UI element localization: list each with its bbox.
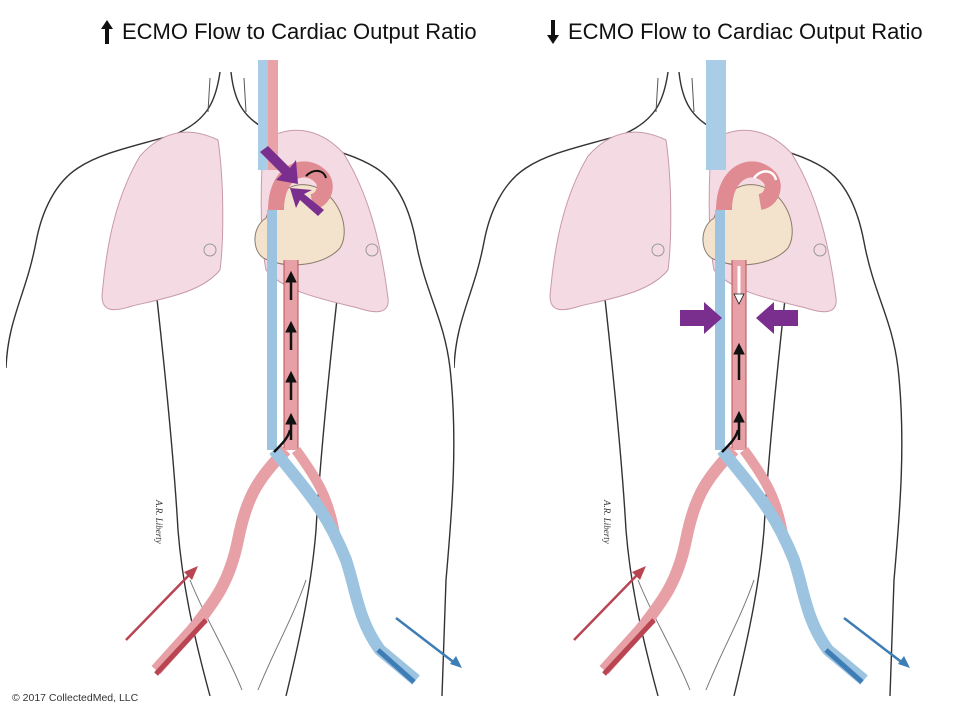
- aortic-arch: [716, 161, 781, 211]
- signature: A.R. Liberty: [602, 499, 612, 544]
- arterial-cannula: [602, 618, 656, 676]
- title-left-text: ECMO Flow to Cardiac Output Ratio: [122, 19, 477, 44]
- aorta-edge: [283, 260, 299, 450]
- ecmo-outflow-arrow: [843, 617, 910, 668]
- lung-left: [101, 131, 224, 311]
- panel-low-ratio: A.R. Liberty: [454, 60, 910, 697]
- torso-outline: [6, 71, 455, 697]
- lung-left: [549, 131, 672, 311]
- retrograde-flow-arrows: [273, 270, 297, 453]
- iliac-artery-left: [151, 445, 291, 675]
- antegrade-flow-arrow: [733, 266, 745, 305]
- torso-outline: [454, 71, 903, 697]
- down-arrow-icon: [547, 20, 559, 44]
- curved-arrow: [305, 170, 327, 179]
- venous-cannula: [376, 648, 416, 684]
- nipple-right: [365, 243, 379, 257]
- venous-cannula: [824, 648, 864, 684]
- mixing-point-arrows: [680, 302, 798, 334]
- iliac-vein-right: [269, 446, 420, 685]
- iliac-artery-left: [599, 445, 739, 675]
- title-right: ECMO Flow to Cardiac Output Ratio: [546, 14, 923, 50]
- mixing-point-arrows: [260, 146, 324, 216]
- pelvis-line: [189, 579, 307, 691]
- neck-line: [207, 77, 247, 113]
- carotid-artery: [716, 60, 726, 170]
- ecmo-outflow-arrow: [395, 617, 462, 668]
- caption-cut-off: [6, 712, 958, 720]
- carotid-artery: [268, 60, 278, 170]
- ecmo-inflow-arrow: [573, 566, 646, 641]
- nipple-left: [203, 243, 217, 257]
- copyright: © 2017 CollectedMed, LLC: [12, 692, 139, 704]
- signature: A.R. Liberty: [154, 499, 164, 544]
- curved-arrow: [753, 170, 778, 181]
- nipple-right: [813, 243, 827, 257]
- up-arrow-icon: [101, 20, 113, 44]
- iliac-vein-right: [717, 446, 868, 685]
- aortic-arch: [268, 161, 333, 211]
- panel-high-ratio: A.R. Liberty: [6, 60, 462, 697]
- jugular-vein: [258, 60, 268, 170]
- ecmo-inflow-arrow: [125, 566, 198, 641]
- retrograde-flow-arrows: [721, 342, 745, 453]
- title-right-text: ECMO Flow to Cardiac Output Ratio: [568, 19, 923, 44]
- jugular-vein: [706, 60, 716, 170]
- pelvis-line: [637, 579, 755, 691]
- nipple-left: [651, 243, 665, 257]
- title-left: ECMO Flow to Cardiac Output Ratio: [100, 14, 477, 50]
- neck-line: [655, 77, 695, 113]
- aorta-edge: [731, 260, 747, 450]
- arterial-cannula: [154, 618, 208, 676]
